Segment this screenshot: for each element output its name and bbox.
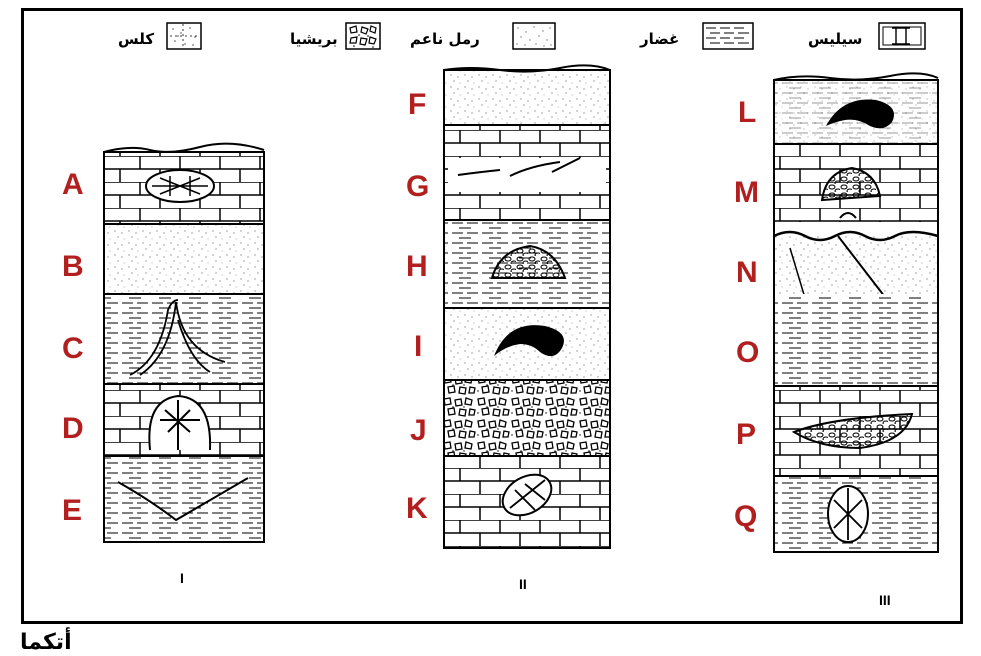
layer-label-A: A (62, 168, 84, 202)
layer-label-I: I (414, 330, 422, 364)
layer-label-H: H (406, 250, 428, 284)
layer-label-N: N (736, 256, 758, 290)
column-label-II: II (519, 576, 527, 592)
layer-G-silica-lens (448, 158, 606, 192)
layer-label-F: F (408, 88, 426, 122)
layer-O-clay (774, 294, 938, 386)
partial-caption-text: أتكما (20, 630, 72, 655)
column-II (444, 65, 610, 548)
column-label-I: I (180, 570, 184, 586)
layer-label-M: M (734, 176, 759, 210)
layer-J-breccia (444, 380, 610, 456)
column-I (104, 144, 264, 542)
layer-label-O: O (736, 336, 759, 370)
layer-label-J: J (410, 414, 427, 448)
layer-label-P: P (736, 418, 756, 452)
layer-F-fine-sand (444, 70, 610, 125)
layer-E-clay (104, 456, 264, 542)
layer-label-L: L (738, 96, 756, 130)
layer-label-E: E (62, 494, 82, 528)
layer-N-fine-sand (774, 234, 938, 294)
fossil-trilobite-A (146, 170, 214, 202)
layer-label-Q: Q (734, 500, 757, 534)
column-label-III: III (879, 592, 891, 608)
layer-label-B: B (62, 250, 84, 284)
layer-B-fine-sand (104, 224, 264, 294)
layer-label-D: D (62, 412, 84, 446)
fossil-trilobite-Q (828, 486, 868, 542)
column-III (774, 73, 938, 552)
layer-label-K: K (406, 492, 428, 526)
layer-label-G: G (406, 170, 429, 204)
layer-label-C: C (62, 332, 84, 366)
layer-A-top-erosion (104, 144, 264, 152)
